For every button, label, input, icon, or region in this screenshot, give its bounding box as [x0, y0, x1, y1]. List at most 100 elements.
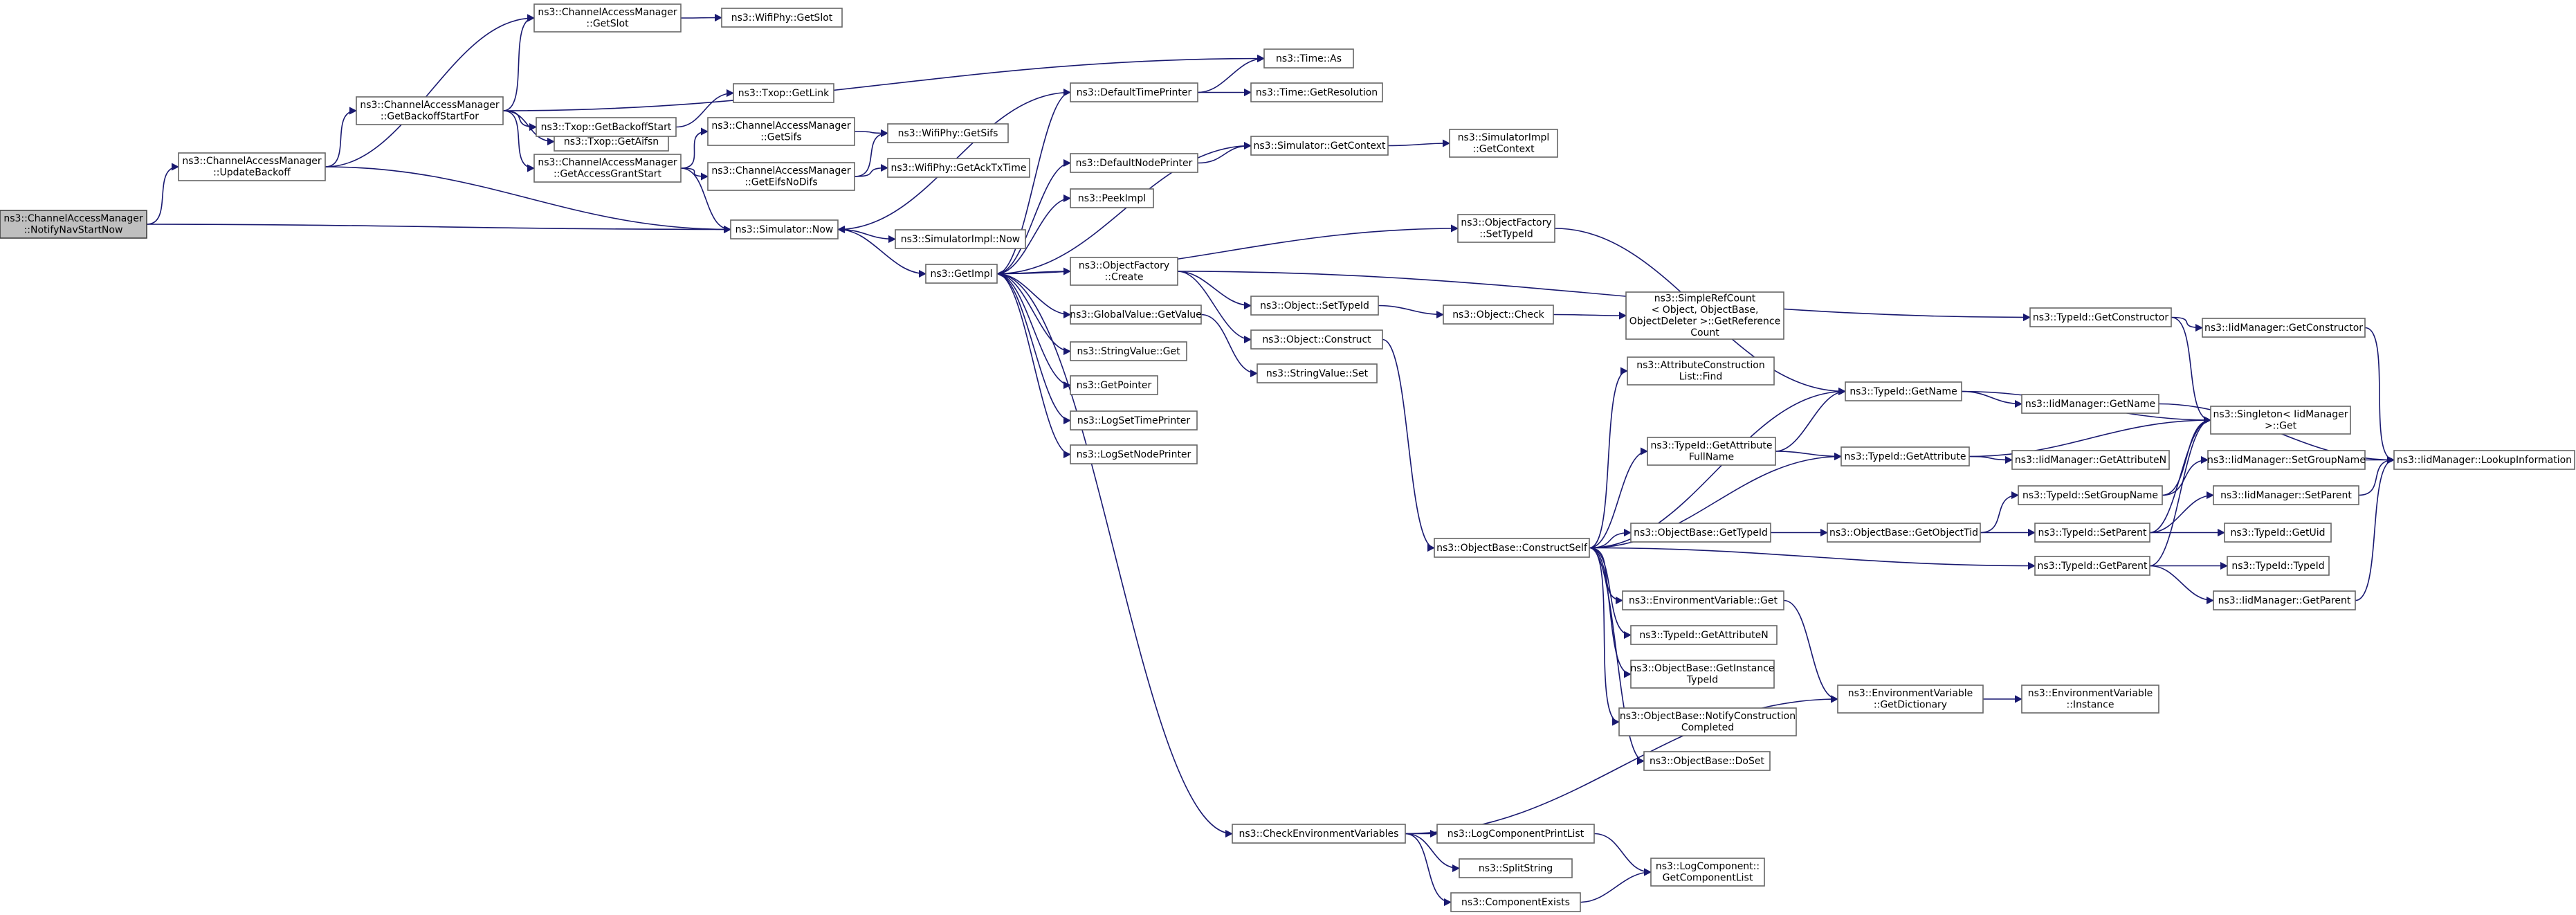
node-box — [1070, 188, 1154, 208]
graph-node-tidSetGroupName[interactable]: ns3::TypeId::SetGroupName — [2018, 485, 2163, 505]
graph-node-iidSetGroupName[interactable]: ns3::IidManager::SetGroupName — [2207, 450, 2366, 470]
node-box — [1627, 356, 1775, 386]
graph-node-getAckTxTime[interactable]: ns3::WifiPhy::GetAckTxTime — [887, 158, 1030, 178]
graph-node-getPointer[interactable]: ns3::GetPointer — [1070, 375, 1158, 395]
node-box — [707, 162, 855, 191]
edge-simNow-to-getImpl — [837, 228, 927, 278]
graph-node-defTimePrinter[interactable]: ns3::DefaultTimePrinter — [1070, 82, 1198, 102]
node-box — [1070, 257, 1178, 286]
graph-node-tidTypeId[interactable]: ns3::TypeId::TypeId — [2227, 556, 2330, 576]
graph-node-getAccessGrantStart[interactable]: ns3::ChannelAccessManager::GetAccessGran… — [533, 154, 682, 183]
graph-node-obNotifyConstruction[interactable]: ns3::ObjectBase::NotifyConstructionCompl… — [1618, 707, 1797, 736]
node-label: ns3::WifiPhy::GetSifs — [898, 128, 998, 139]
graph-node-envInstance[interactable]: ns3::EnvironmentVariable::Instance — [2021, 685, 2159, 714]
graph-node-objSetTypeId[interactable]: ns3::Object::SetTypeId — [1250, 296, 1379, 316]
node-label: ns3::ObjectBase::ConstructSelf — [1436, 543, 1588, 554]
graph-node-iidSetParent[interactable]: ns3::IidManager::SetParent — [2213, 485, 2359, 505]
graph-node-simImplNow[interactable]: ns3::SimulatorImpl::Now — [895, 229, 1026, 249]
node-box — [2227, 556, 2330, 576]
graph-node-obGetTypeId[interactable]: ns3::ObjectBase::GetTypeId — [1630, 523, 1771, 543]
graph-node-simNow[interactable]: ns3::Simulator::Now — [730, 219, 839, 239]
graph-node-tidGetUid[interactable]: ns3::TypeId::GetUid — [2224, 523, 2332, 543]
graph-node-wifiGetSifs[interactable]: ns3::WifiPhy::GetSifs — [887, 123, 1009, 143]
graph-node-camGetSifs[interactable]: ns3::ChannelAccessManager::GetSifs — [707, 117, 855, 146]
graph-node-tidGetAttribute[interactable]: ns3::TypeId::GetAttribute — [1840, 446, 1970, 466]
graph-node-logSetNodePrinter[interactable]: ns3::LogSetNodePrinter — [1070, 444, 1198, 464]
graph-node-timeAs[interactable]: ns3::Time::As — [1263, 48, 1354, 69]
node-label: ns3::CheckEnvironmentVariables — [1239, 828, 1399, 840]
graph-node-svGet[interactable]: ns3::StringValue::Get — [1070, 341, 1187, 361]
edge-tidSetParent-to-singletonGet — [2149, 416, 2212, 534]
graph-node-componentExists[interactable]: ns3::ComponentExists — [1450, 892, 1581, 912]
graph-node-ofCreate[interactable]: ns3::ObjectFactory::Create — [1070, 257, 1178, 286]
edge-ofCreate-to-tidGetConstructor — [1177, 271, 2031, 322]
graph-node-obGetObjectTid[interactable]: ns3::ObjectBase::GetObjectTid — [1827, 523, 1981, 543]
graph-node-obDoSet[interactable]: ns3::ObjectBase::DoSet — [1643, 751, 1771, 771]
graph-node-getResolution[interactable]: ns3::Time::GetResolution — [1250, 82, 1383, 102]
edge-envGet-to-envGetDictionary — [1783, 599, 1839, 703]
node-label: ns3::ChannelAccessManager — [711, 120, 851, 132]
node-label: ns3::Txop::GetAifsn — [564, 136, 659, 147]
edge-getImpl-to-svGet — [996, 273, 1072, 356]
graph-node-tidSetParent[interactable]: ns3::TypeId::SetParent — [2034, 523, 2150, 543]
graph-node-simImplGetContext[interactable]: ns3::SimulatorImpl::GetContext — [1449, 129, 1558, 158]
graph-node-objConstruct[interactable]: ns3::Object::Construct — [1250, 329, 1383, 350]
graph-node-checkEnvVars[interactable]: ns3::CheckEnvironmentVariables — [1232, 824, 1406, 844]
graph-node-root[interactable]: ns3::ChannelAccessManager::NotifyNavStar… — [0, 210, 147, 239]
graph-node-tidGetConstructor[interactable]: ns3::TypeId::GetConstructor — [2029, 307, 2172, 327]
graph-node-constructSelf[interactable]: ns3::ObjectBase::ConstructSelf — [1434, 538, 1590, 558]
graph-node-getBackoffStartFor[interactable]: ns3::ChannelAccessManager::GetBackoffSta… — [356, 96, 504, 125]
graph-node-gvGetValue[interactable]: ns3::GlobalValue::GetValue — [1070, 305, 1202, 325]
graph-node-simGetContext[interactable]: ns3::Simulator::GetContext — [1250, 136, 1389, 156]
graph-node-iidGetParent[interactable]: ns3::IidManager::GetParent — [2213, 590, 2356, 610]
graph-node-splitString[interactable]: ns3::SplitString — [1459, 858, 1573, 878]
graph-node-objCheck[interactable]: ns3::Object::Check — [1443, 305, 1554, 325]
graph-node-envGet[interactable]: ns3::EnvironmentVariable::Get — [1622, 590, 1784, 610]
graph-node-logCompPrintList[interactable]: ns3::LogComponentPrintList — [1436, 824, 1595, 844]
graph-node-singletonGet[interactable]: ns3::Singleton< IidManager>::Get — [2210, 406, 2351, 435]
edge-getImpl-to-ofSetTypeId — [996, 224, 1459, 275]
edge-constructSelf-to-tidGetParent — [1589, 547, 2036, 570]
graph-node-peekImpl[interactable]: ns3::PeekImpl — [1070, 188, 1154, 208]
graph-node-defNodePrinter[interactable]: ns3::DefaultNodePrinter — [1070, 153, 1198, 173]
graph-node-iidLookup[interactable]: ns3::IidManager::LookupInformation — [2393, 450, 2575, 470]
graph-node-updateBackoff[interactable]: ns3::ChannelAccessManager::UpdateBackoff — [178, 152, 326, 181]
graph-node-tidGetName[interactable]: ns3::TypeId::GetName — [1845, 381, 1962, 401]
node-box — [1457, 214, 1555, 243]
graph-node-svSet[interactable]: ns3::StringValue::Set — [1257, 363, 1378, 383]
edge-getAccessGrantStart-to-simNow — [680, 167, 732, 234]
graph-node-getEifsNoDifs[interactable]: ns3::ChannelAccessManager::GetEifsNoDifs — [707, 162, 855, 191]
node-label: ns3::IidManager::GetName — [2025, 399, 2155, 410]
node-box — [1630, 523, 1771, 543]
node-label: ns3::Simulator::GetContext — [1253, 141, 1386, 152]
node-box — [1257, 363, 1378, 383]
graph-node-ofSetTypeId[interactable]: ns3::ObjectFactory::SetTypeId — [1457, 214, 1555, 243]
graph-node-iidGetConstructor[interactable]: ns3::IidManager::GetConstructor — [2202, 318, 2366, 338]
graph-node-iidGetAttributeN[interactable]: ns3::IidManager::GetAttributeN — [2011, 450, 2170, 470]
edge-constructSelf-to-envGet — [1589, 547, 1624, 605]
node-box — [0, 210, 147, 239]
graph-node-envGetDictionary[interactable]: ns3::EnvironmentVariable::GetDictionary — [1837, 685, 1984, 714]
graph-node-iidGetName[interactable]: ns3::IidManager::GetName — [2021, 394, 2159, 414]
node-label: ns3::ChannelAccessManager — [3, 213, 143, 224]
node-box — [1845, 381, 1962, 401]
node-label: ns3::EnvironmentVariable — [1848, 688, 1973, 699]
graph-node-getImpl[interactable]: ns3::GetImpl — [925, 264, 998, 284]
graph-node-getComponentList[interactable]: ns3::LogComponent::GetComponentList — [1650, 858, 1765, 887]
graph-node-tidGetParent[interactable]: ns3::TypeId::GetParent — [2034, 556, 2150, 576]
node-box — [1070, 444, 1198, 464]
graph-node-getLink[interactable]: ns3::Txop::GetLink — [733, 83, 834, 103]
graph-node-logSetTimePrinter[interactable]: ns3::LogSetTimePrinter — [1070, 410, 1198, 431]
graph-node-wifiGetSlot[interactable]: ns3::WifiPhy::GetSlot — [721, 8, 843, 28]
graph-node-getRefCount[interactable]: ns3::SimpleRefCount< Object, ObjectBase,… — [1625, 291, 1784, 340]
graph-node-getSlot[interactable]: ns3::ChannelAccessManager::GetSlot — [533, 3, 682, 33]
graph-node-getBackoffStart[interactable]: ns3::Txop::GetBackoffStart — [536, 117, 677, 137]
node-box — [1070, 410, 1198, 431]
edge-getBackoffStart-to-getLink — [675, 89, 735, 128]
node-box — [707, 117, 855, 146]
graph-node-tidGetAttributeN[interactable]: ns3::TypeId::GetAttributeN — [1630, 625, 1778, 645]
edge-tidGetAttrFullName-to-tidGetName — [1775, 387, 1847, 452]
